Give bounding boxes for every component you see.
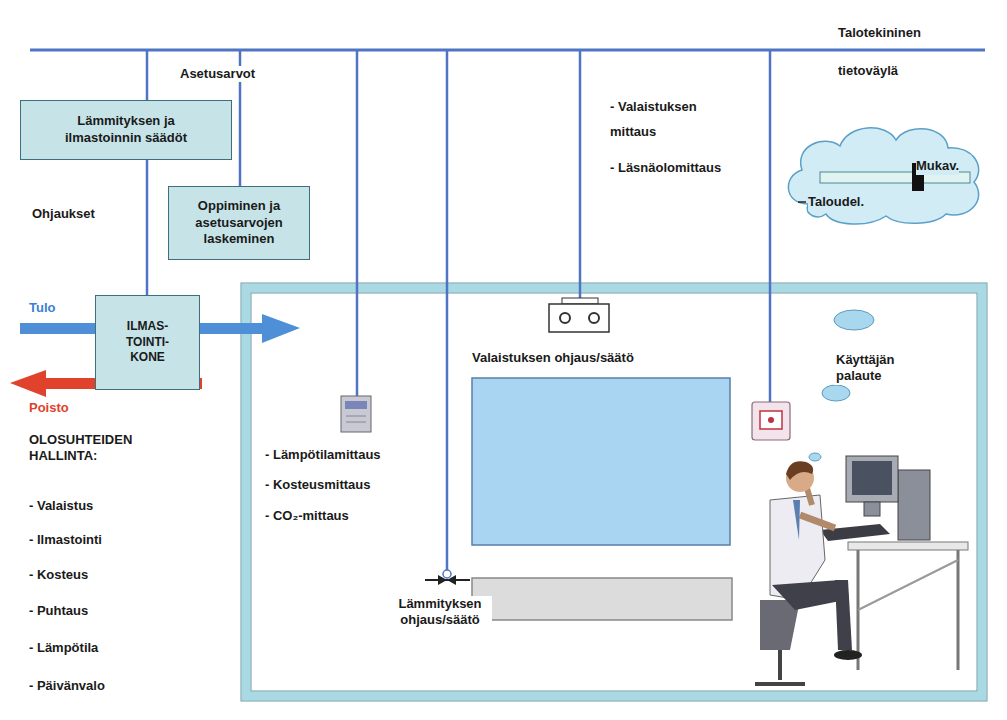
annotation: - Lämpötilamittaus: [263, 447, 383, 463]
slider-label: Mukav.: [916, 158, 959, 175]
control-line: [146, 160, 149, 295]
annotation: - CO₂-mittaus: [263, 508, 351, 524]
list-item: - Ilmastointi: [27, 532, 104, 548]
light-fixture: [549, 298, 609, 332]
list-item: - Päivänvalo: [27, 678, 107, 694]
annotation: Poisto: [27, 400, 71, 416]
thought-bubbles: [809, 310, 874, 461]
room-sensor: [341, 396, 371, 432]
slider-label: Taloudel.: [808, 194, 864, 211]
annotation: - Valaistuksen mittaus: [608, 95, 724, 144]
bus-label: Talotekininen tietoväylä: [836, 14, 960, 90]
annotation: Valaistuksen ohjaus/säätö: [470, 350, 636, 366]
process-box: Oppiminen ja asetusarvojen laskeminen: [168, 186, 310, 260]
box-label: ILMAS- TOINTI- KONE: [113, 319, 183, 366]
annotation: Lämmityksen ohjaus/säätö: [388, 596, 492, 629]
list-item: OLOSUHTEIDEN HALLINTA:: [27, 432, 181, 465]
data-bus: [30, 49, 985, 52]
room-outline: [241, 283, 987, 701]
annotation: - Kosteusmittaus: [263, 477, 372, 493]
list-item: - Puhtaus: [27, 603, 90, 619]
list-item: - Kosteus: [27, 567, 90, 583]
annotation: Asetusarvot: [178, 66, 257, 82]
preference-cloud: Mukav. Taloudel.: [778, 116, 990, 228]
bus-drops: [147, 50, 770, 570]
annotation: Ohjaukset: [30, 206, 97, 222]
window: [472, 378, 730, 545]
box-label: Oppiminen ja asetusarvojen laskeminen: [181, 198, 297, 249]
feedback-device: [752, 402, 790, 440]
list-item: - Valaistus: [27, 498, 95, 514]
annotation: - Läsnäolomittaus: [608, 160, 723, 176]
room-inner-outline: [251, 293, 977, 691]
person-at-computer: [755, 456, 968, 684]
annotation: Käyttäjän palaute: [834, 352, 918, 385]
bus-tap: [443, 570, 451, 578]
box-label: Lämmityksen ja ilmastoinnin säädöt: [46, 113, 206, 147]
process-box: ILMAS- TOINTI- KONE: [95, 295, 200, 390]
process-box: Lämmityksen ja ilmastoinnin säädöt: [20, 100, 232, 160]
annotation: Tulo: [27, 300, 57, 316]
list-item: - Lämpötila: [27, 640, 100, 656]
